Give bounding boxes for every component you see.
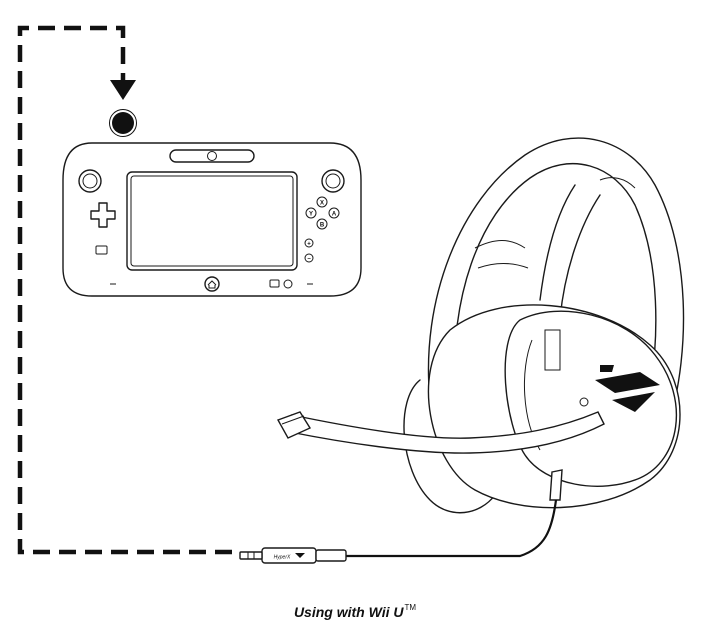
headphone-port-icon [112,112,134,134]
face-button-a: A [332,212,337,218]
gamepad-screen [126,171,298,271]
headset: HyperX [239,137,685,564]
minus-button: − [307,256,311,262]
dpad-icon [90,202,116,228]
face-button-x: X [320,201,324,207]
plug-brand-label: HyperX [274,555,291,561]
wii-u-gamepad: X A Y B + − [62,142,362,297]
face-button-y: Y [309,212,313,218]
left-analog-stick [78,169,102,193]
caption-text: Using with Wii U [293,604,404,620]
arrow-down-icon [110,80,136,100]
trademark-symbol: TM [404,603,417,612]
hyperx-logo [595,365,660,412]
right-analog-stick [321,169,345,193]
figure-caption: Using with Wii UTM [0,603,710,620]
headset-3-5mm-plug: HyperX [239,547,347,564]
face-buttons: X A Y B [305,196,340,230]
dashed-connection-path [17,25,232,555]
plus-button: + [307,241,311,247]
home-button-icon [204,276,220,292]
face-button-b: B [320,223,325,229]
